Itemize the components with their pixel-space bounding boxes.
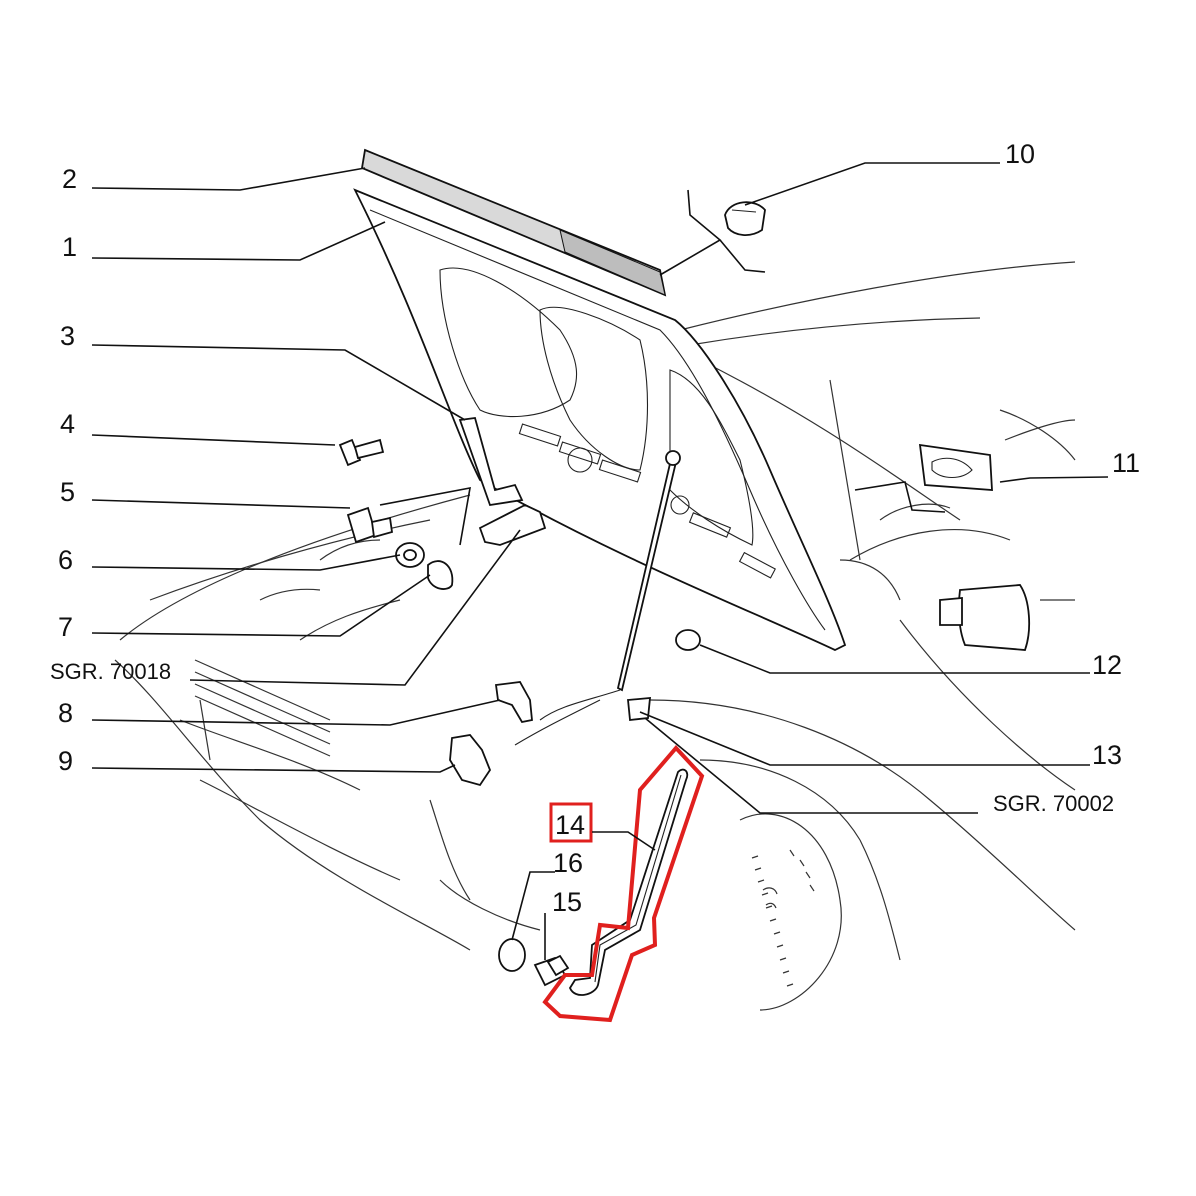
callout-labels: 2 1 3 4 5 6 7 8 9 10 11 12 13 14 16 15 S… xyxy=(50,139,1140,917)
connector-part-15 xyxy=(533,954,570,987)
reference-sgr-70002: SGR. 70002 xyxy=(993,791,1114,816)
part-14-highlight-box xyxy=(549,802,593,843)
callout-3: 3 xyxy=(60,321,75,351)
tire-tread xyxy=(751,849,815,987)
grommet-part-7 xyxy=(427,560,454,590)
latch-part-8 xyxy=(494,681,533,724)
part-14-highlight-outline xyxy=(542,744,705,1023)
callout-16: 16 xyxy=(553,848,583,878)
latch-part-11 xyxy=(918,443,993,491)
car-body-outline xyxy=(114,261,1076,1011)
bonnet-panel xyxy=(353,188,847,652)
bracket-sgr-70018 xyxy=(478,503,547,546)
buffer-part-13 xyxy=(627,697,652,721)
washer-part-6 xyxy=(395,542,425,568)
callout-9: 9 xyxy=(58,746,73,776)
bolt-part-5 xyxy=(346,506,394,544)
callout-14: 14 xyxy=(555,810,585,840)
callout-13: 13 xyxy=(1092,740,1122,770)
hinge-part-3 xyxy=(458,417,524,507)
bolt-part-4 xyxy=(338,438,385,467)
leader-lines xyxy=(91,162,1109,960)
callout-10: 10 xyxy=(1005,139,1035,169)
seal-strip xyxy=(360,148,667,297)
prop-rod xyxy=(514,450,681,746)
callout-6: 6 xyxy=(58,545,73,575)
lock-part-9 xyxy=(449,734,492,787)
callout-2: 2 xyxy=(62,164,77,194)
callout-1: 1 xyxy=(62,232,77,262)
callout-12: 12 xyxy=(1092,650,1122,680)
callout-8: 8 xyxy=(58,698,73,728)
plug-part-12 xyxy=(675,629,701,651)
callout-11: 11 xyxy=(1112,448,1140,478)
pipe-part-14 xyxy=(568,768,689,996)
callout-15: 15 xyxy=(552,887,582,917)
reference-sgr-70018: SGR. 70018 xyxy=(50,659,171,684)
clip-part-10 xyxy=(724,201,766,236)
callout-5: 5 xyxy=(60,477,75,507)
callout-4: 4 xyxy=(60,409,75,439)
callout-7: 7 xyxy=(58,612,73,642)
ring-part-16 xyxy=(498,938,526,972)
